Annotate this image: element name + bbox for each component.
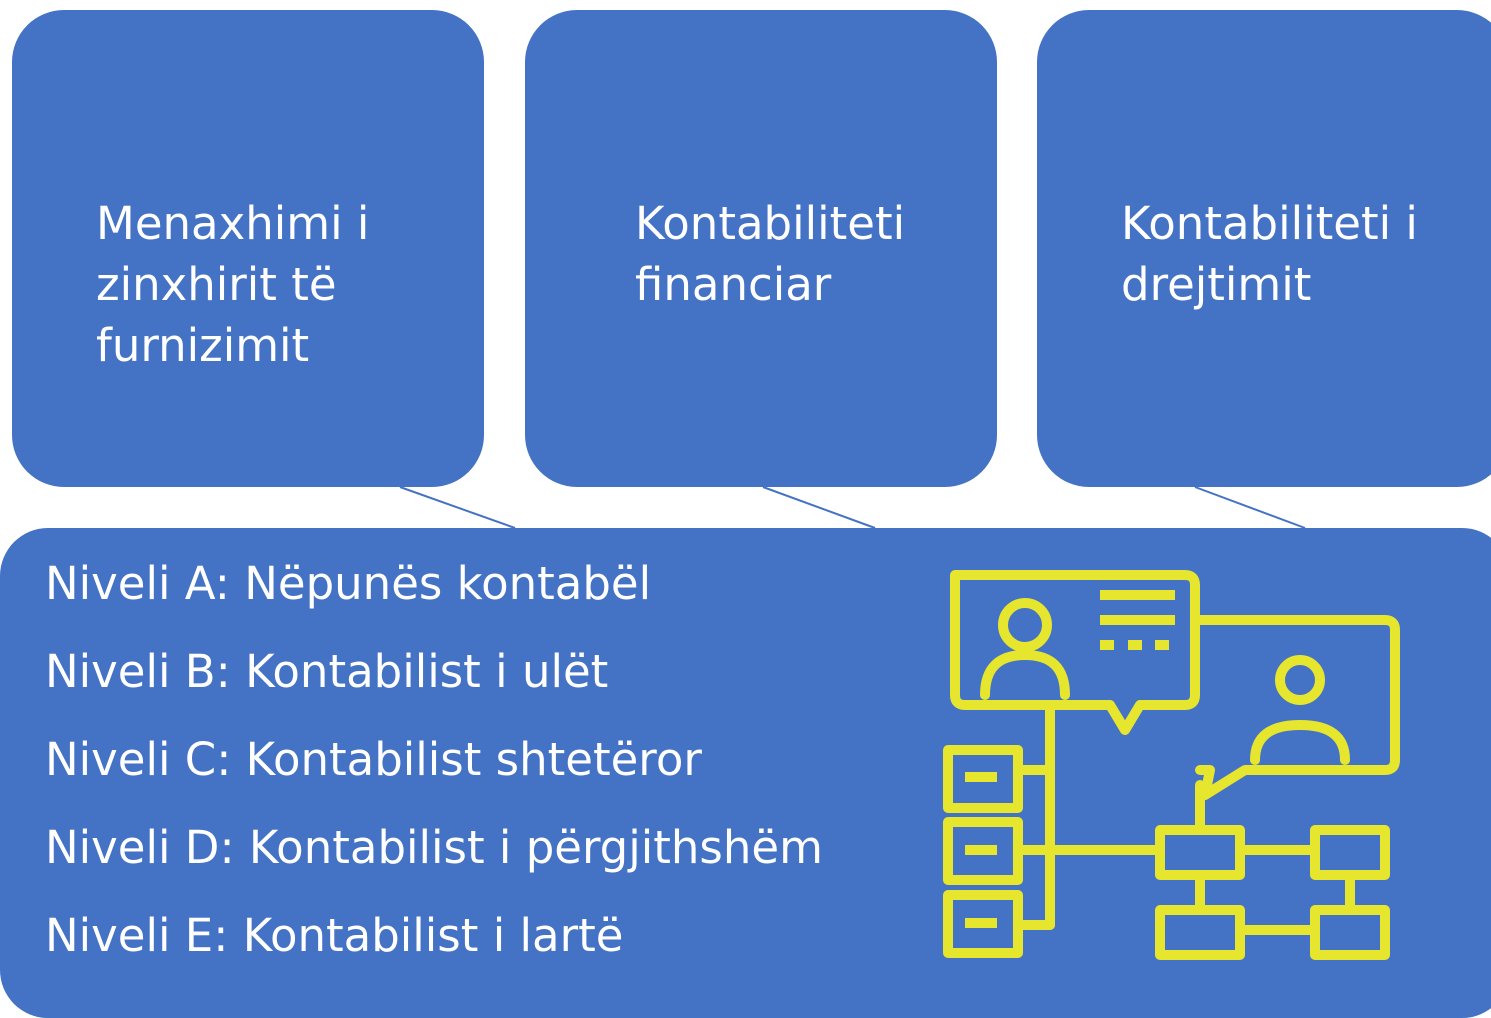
connector-line-2 xyxy=(762,486,876,529)
level-a-text: Niveli A: Nëpunës kontabël xyxy=(45,557,652,610)
organization-network-icon xyxy=(943,570,1400,960)
box-supply-chain-management: Menaxhimi i zinxhirit të furnizimit xyxy=(12,10,484,487)
box-management-accounting: Kontabiliteti i drejtimit xyxy=(1037,10,1491,487)
connector-line-1 xyxy=(399,486,516,529)
level-d-text: Niveli D: Kontabilist i përgjithshëm xyxy=(45,821,823,874)
box-label: Menaxhimi i zinxhirit të furnizimit xyxy=(96,197,370,372)
box-financial-accounting: Kontabiliteti financiar xyxy=(525,10,997,487)
connector-line-3 xyxy=(1194,486,1306,529)
level-b-text: Niveli B: Kontabilist i ulët xyxy=(45,645,609,698)
box-label: Kontabiliteti financiar xyxy=(635,197,906,311)
box-label: Kontabiliteti i drejtimit xyxy=(1121,197,1418,311)
level-e-text: Niveli E: Kontabilist i lartë xyxy=(45,909,624,962)
level-c-text: Niveli C: Kontabilist shtetëror xyxy=(45,733,702,786)
